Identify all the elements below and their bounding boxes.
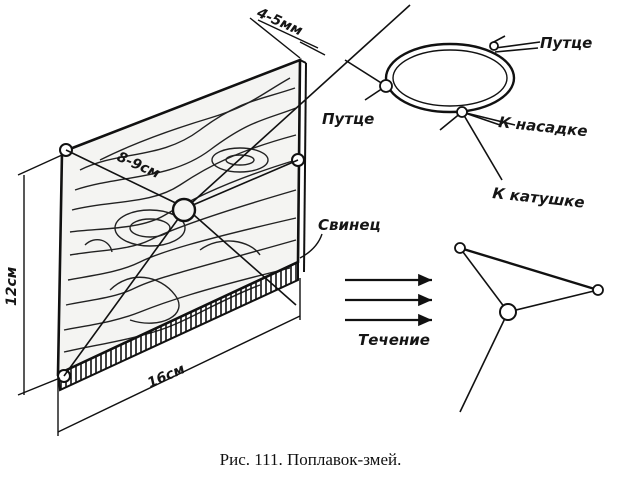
side-view — [454, 242, 604, 413]
center-ring — [171, 197, 197, 223]
label-lead: Свинец — [318, 216, 381, 234]
lead-strip — [56, 260, 299, 392]
label-to-reel: К катушке — [492, 184, 586, 212]
label-height: 12см — [4, 267, 20, 306]
figure-caption: Рис. 111. Поплавок-змей. — [219, 450, 402, 469]
current-arrows — [345, 273, 432, 327]
label-thickness: 4-5мм — [253, 5, 304, 40]
dimension-lines — [17, 17, 326, 436]
bridle-lines — [63, 4, 411, 377]
label-to-bait: К насадке — [498, 113, 589, 140]
label-current: Течение — [358, 331, 430, 349]
label-width: 16см — [145, 361, 187, 392]
label-leash-left: Путце — [322, 110, 375, 128]
label-leash-top: Путце — [540, 34, 593, 52]
ring-detail — [344, 35, 541, 181]
wooden-board — [56, 58, 307, 392]
lead-leader — [299, 233, 323, 259]
